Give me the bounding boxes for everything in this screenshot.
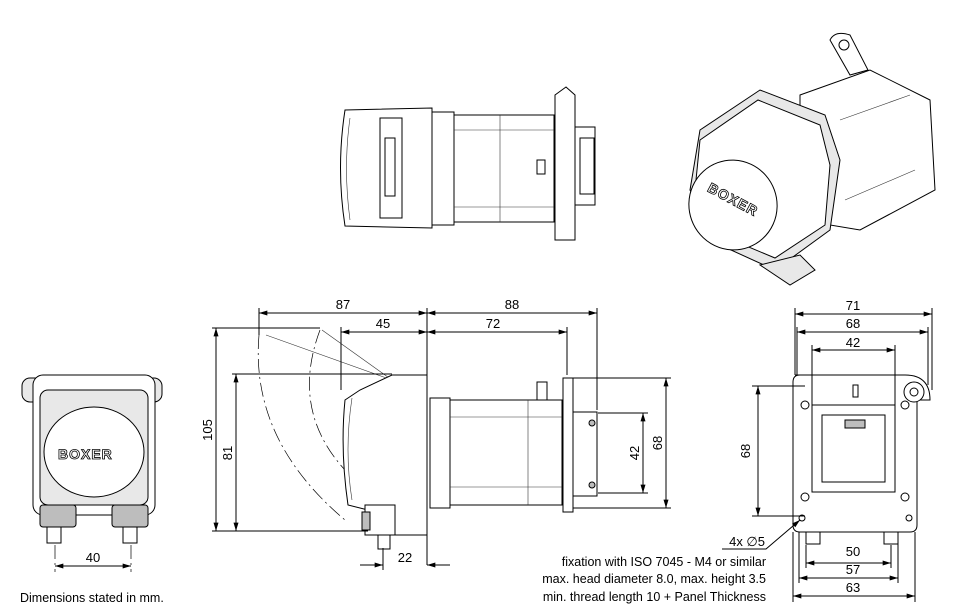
rear-view bbox=[722, 308, 933, 602]
dim-68-side: 68 bbox=[650, 436, 665, 450]
front-view: BOXER bbox=[21, 374, 163, 572]
dim-50: 50 bbox=[846, 544, 860, 559]
dim-63: 63 bbox=[846, 580, 860, 595]
dim-105: 105 bbox=[200, 419, 215, 441]
dim-72: 72 bbox=[486, 316, 500, 331]
dim-42-side: 42 bbox=[627, 446, 642, 460]
units-note: Dimensions stated in mm. bbox=[20, 591, 164, 605]
dim-42-rear: 42 bbox=[846, 335, 860, 350]
dim-40: 40 bbox=[86, 550, 100, 565]
dim-68-rear: 68 bbox=[738, 444, 753, 458]
dim-81: 81 bbox=[220, 446, 235, 460]
fixation-note-1: fixation with ISO 7045 - M4 or similar bbox=[562, 555, 766, 569]
top-view bbox=[340, 86, 596, 241]
brand-logo-front: BOXER bbox=[58, 446, 113, 462]
fixation-note-3: min. thread length 10 + Panel Thickness bbox=[543, 590, 766, 604]
dim-88: 88 bbox=[505, 297, 519, 312]
dim-68-top: 68 bbox=[846, 316, 860, 331]
dim-57: 57 bbox=[846, 562, 860, 577]
dim-45: 45 bbox=[376, 316, 390, 331]
dim-22: 22 bbox=[398, 550, 412, 565]
side-view bbox=[212, 308, 671, 570]
isometric-view: BOXER bbox=[688, 32, 936, 286]
dim-hole: 4x ∅5 bbox=[729, 534, 765, 549]
fixation-note-2: max. head diameter 8.0, max. height 3.5 bbox=[542, 572, 766, 586]
dim-87: 87 bbox=[336, 297, 350, 312]
dim-71: 71 bbox=[846, 298, 860, 313]
